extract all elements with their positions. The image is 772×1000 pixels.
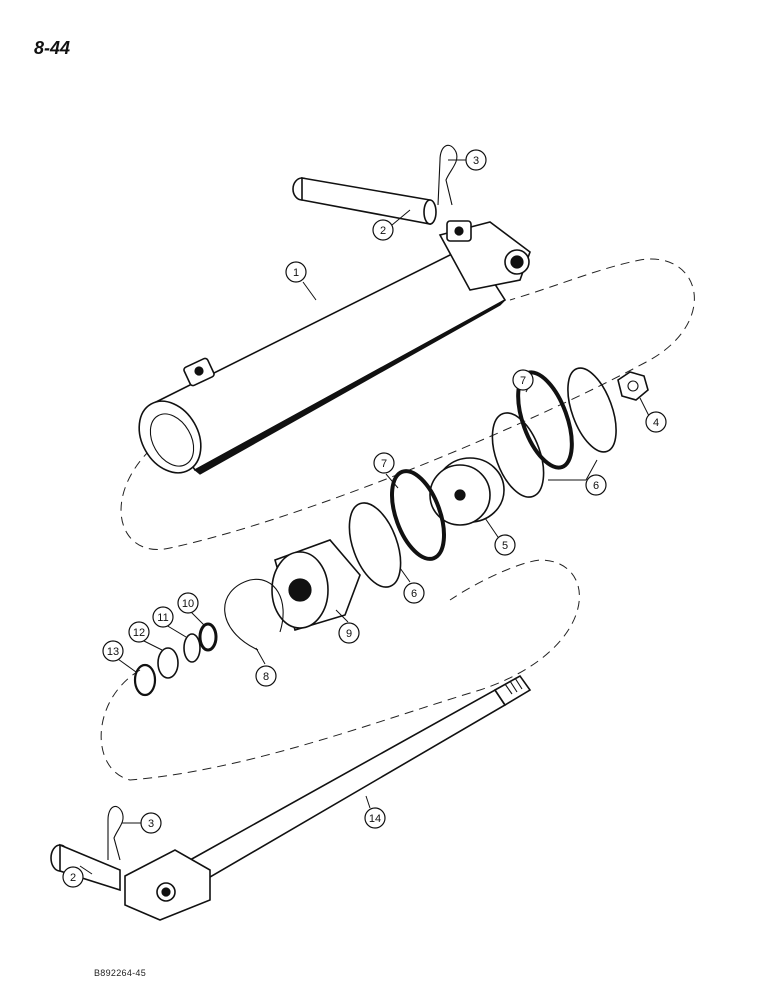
callout-9: 9 <box>338 622 360 644</box>
dashed-assembly-line-upper <box>120 258 695 550</box>
callout-13: 13 <box>102 640 124 662</box>
callout-6-mid: 6 <box>403 582 425 604</box>
svg-text:2: 2 <box>380 225 386 237</box>
callout-11: 11 <box>152 606 174 628</box>
svg-text:3: 3 <box>148 818 154 830</box>
callout-14: 14 <box>364 807 386 829</box>
callout-8: 8 <box>255 665 277 687</box>
leader-line-8 <box>255 647 266 665</box>
callout-3-top: 3 <box>465 149 487 171</box>
svg-text:10: 10 <box>182 598 194 610</box>
page-number: 8-44 <box>34 38 71 58</box>
callout-6-right: 6 <box>585 474 607 496</box>
svg-text:3: 3 <box>473 155 479 167</box>
svg-text:6: 6 <box>593 480 599 492</box>
callout-2-bottom: 2 <box>62 866 84 888</box>
svg-text:1: 1 <box>293 267 299 279</box>
leader-line-6-right <box>548 459 598 481</box>
leader-line-13 <box>117 658 137 673</box>
callout-1: 1 <box>285 261 307 283</box>
retaining-ring <box>224 578 284 651</box>
svg-text:4: 4 <box>653 417 659 429</box>
svg-text:2: 2 <box>70 872 76 884</box>
seal-11 <box>183 633 201 663</box>
cylinder-barrel <box>138 220 531 475</box>
leader-line-4 <box>639 397 651 419</box>
callout-10: 10 <box>177 592 199 614</box>
svg-text:14: 14 <box>369 813 381 825</box>
backup-ring-right-inner <box>491 412 545 498</box>
callout-12: 12 <box>128 621 150 643</box>
svg-text:7: 7 <box>520 375 526 387</box>
svg-text:9: 9 <box>346 628 352 640</box>
svg-text:7: 7 <box>381 458 387 470</box>
callout-7-mid: 7 <box>373 452 395 474</box>
hair-pin-clip-bottom <box>107 805 124 861</box>
svg-text:13: 13 <box>107 646 119 658</box>
seal-13 <box>133 663 157 697</box>
callout-5: 5 <box>494 534 516 556</box>
leader-line-1 <box>302 281 317 301</box>
piston <box>429 457 505 526</box>
callout-4: 4 <box>645 411 667 433</box>
leader-line-7-mid <box>385 473 399 489</box>
callout-7-right: 7 <box>512 369 534 391</box>
leader-line-10 <box>189 610 205 626</box>
leader-line-11 <box>165 624 187 638</box>
leader-line-9 <box>335 609 349 623</box>
cylinder-gland <box>271 539 361 631</box>
svg-text:11: 11 <box>157 612 168 624</box>
piston-rod <box>124 674 532 921</box>
seal-10 <box>198 622 218 652</box>
lock-nut <box>617 371 649 401</box>
dashed-assembly-line-lower <box>100 559 580 781</box>
seal-12 <box>157 647 179 679</box>
o-ring-middle <box>390 469 446 561</box>
figure-reference-code: B892264-45 <box>94 968 147 978</box>
svg-text:6: 6 <box>411 588 417 600</box>
pin-bottom <box>50 843 121 892</box>
backup-ring-right-outer <box>567 367 617 453</box>
svg-text:8: 8 <box>263 671 269 683</box>
callout-3-bottom: 3 <box>140 812 162 834</box>
callout-2-top: 2 <box>372 219 394 241</box>
leader-line-14 <box>365 795 371 809</box>
pin-top <box>292 177 437 225</box>
svg-text:5: 5 <box>502 540 508 552</box>
leader-line-12 <box>141 639 163 651</box>
leader-line-5 <box>484 517 501 541</box>
leader-line-2-top <box>391 209 411 226</box>
hair-pin-clip-top <box>437 144 458 206</box>
svg-text:12: 12 <box>133 627 145 639</box>
leader-line-2-bottom <box>79 865 93 875</box>
backup-ring-middle <box>348 502 402 588</box>
leader-line-6-mid <box>399 567 411 583</box>
